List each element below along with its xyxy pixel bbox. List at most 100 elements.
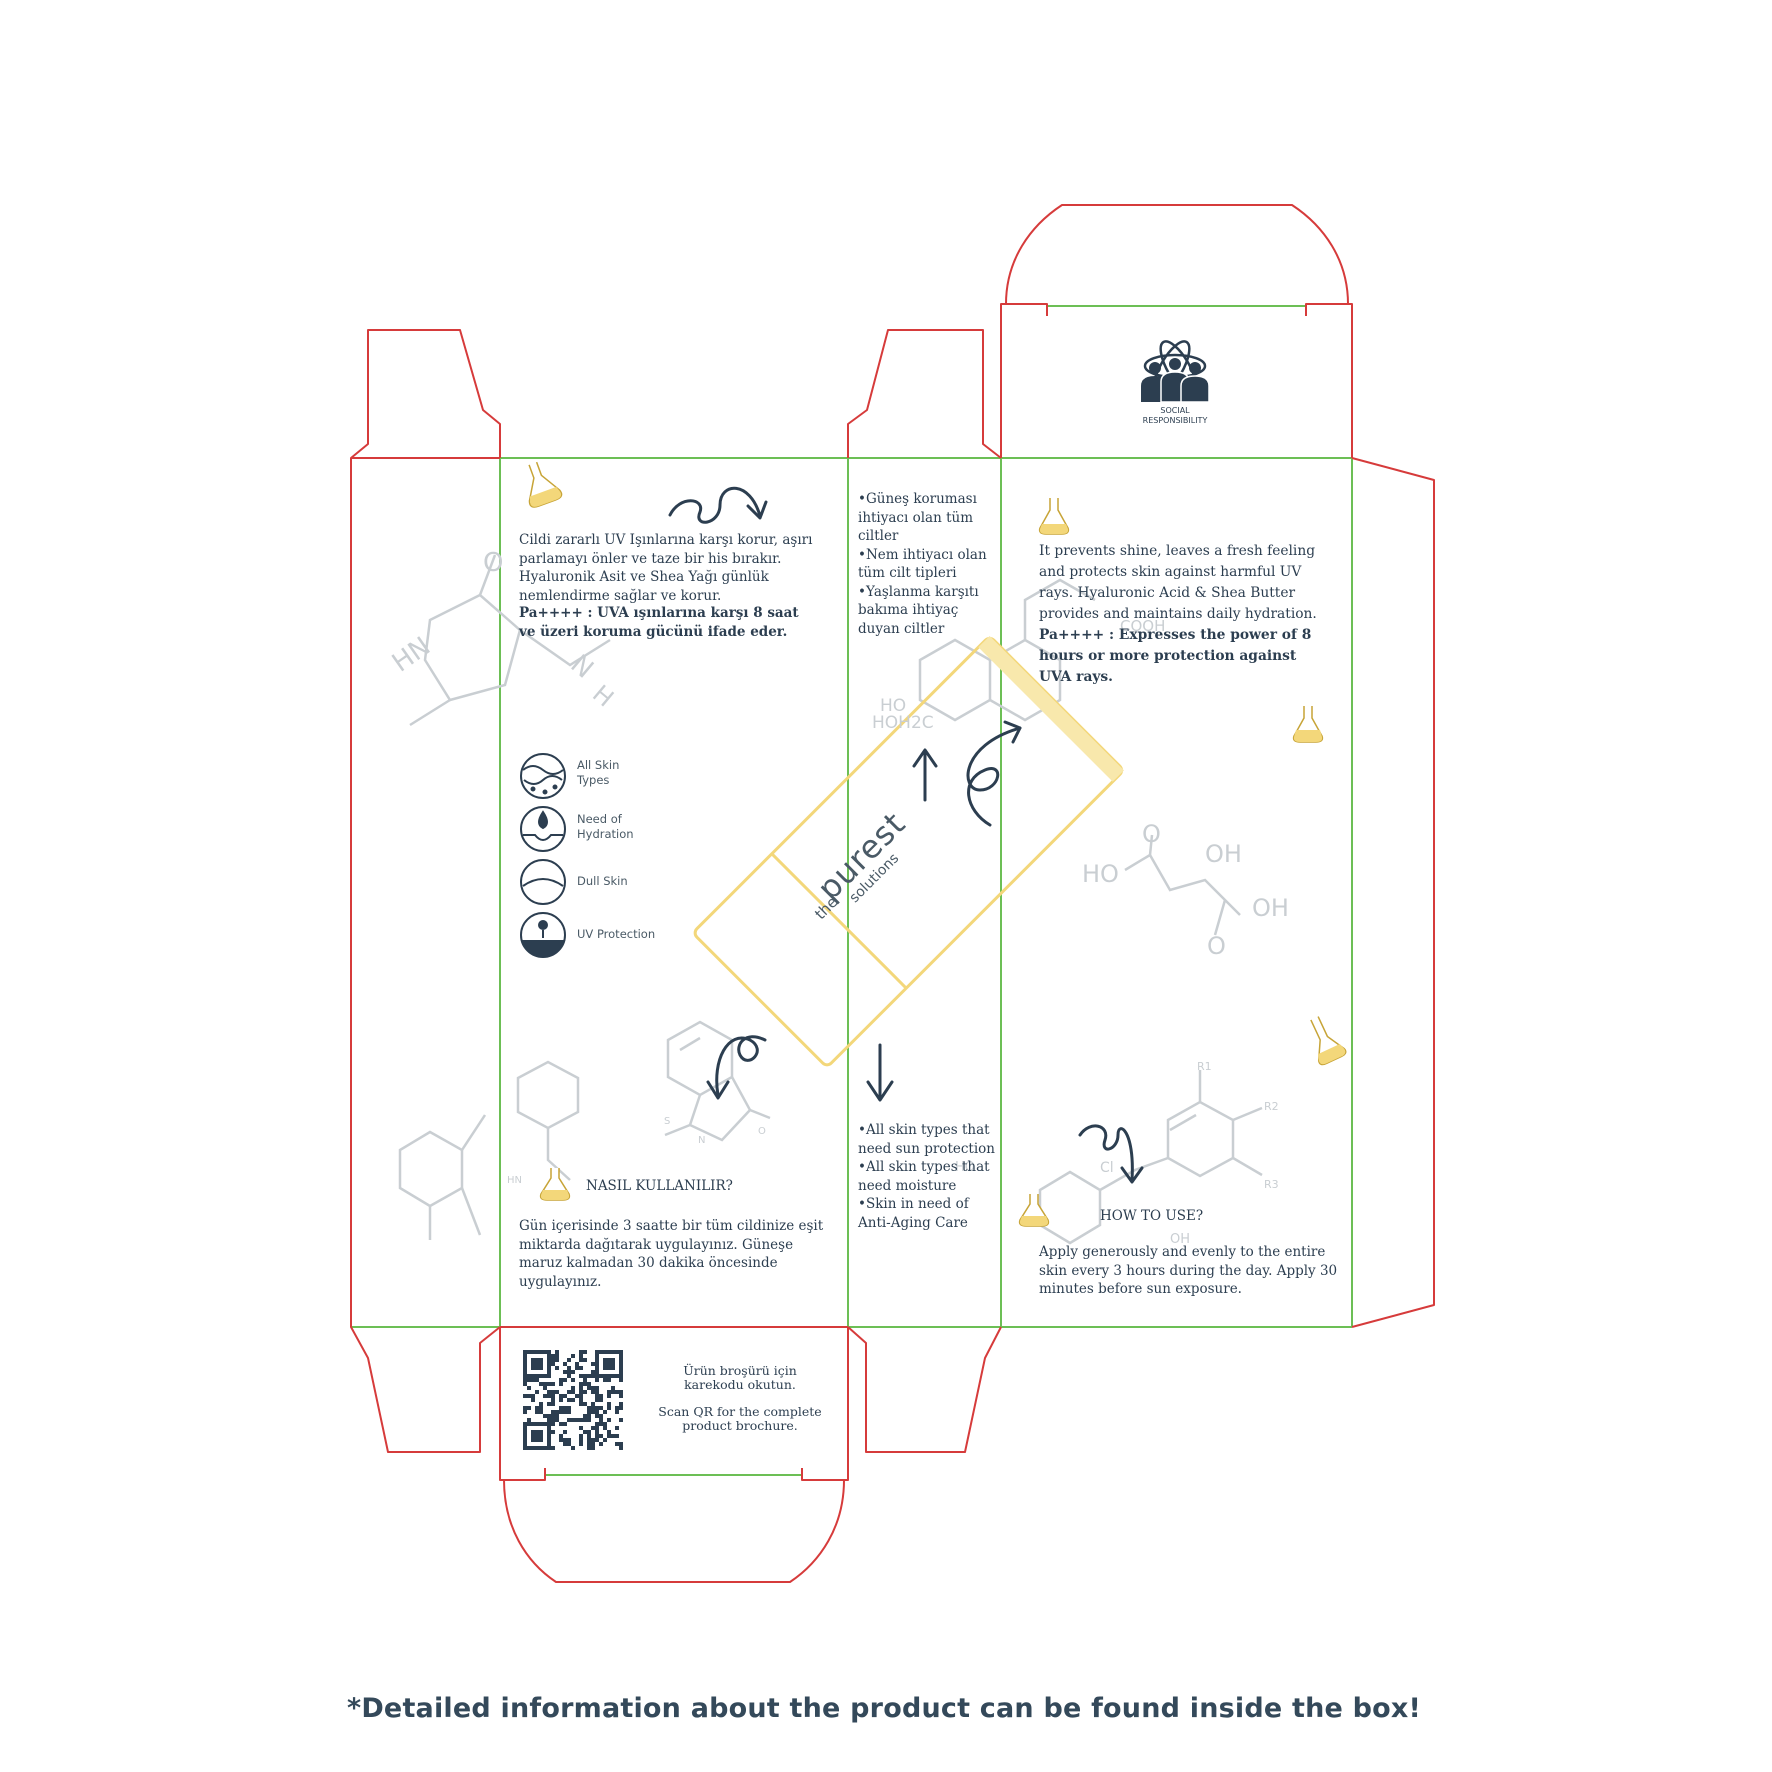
qr-module bbox=[567, 1366, 571, 1370]
qr-code-icon[interactable] bbox=[523, 1350, 623, 1450]
qr-module bbox=[559, 1378, 563, 1382]
qr-module bbox=[555, 1350, 559, 1354]
qr-module bbox=[523, 1382, 527, 1386]
qr-module bbox=[599, 1398, 603, 1402]
qr-module bbox=[579, 1434, 583, 1438]
qr-module bbox=[567, 1406, 571, 1410]
qr-module bbox=[619, 1406, 623, 1410]
qr-module bbox=[535, 1366, 539, 1370]
qr-module bbox=[547, 1402, 551, 1406]
qr-module bbox=[619, 1442, 623, 1446]
qr-module bbox=[619, 1378, 623, 1382]
qr-module bbox=[543, 1382, 547, 1386]
qr-module bbox=[535, 1390, 539, 1394]
qr-module bbox=[543, 1374, 547, 1378]
qr-module bbox=[619, 1366, 623, 1370]
qr-module bbox=[591, 1362, 595, 1366]
qr-module bbox=[551, 1362, 555, 1366]
en-description: It prevents shine, leaves a fresh feelin… bbox=[1039, 543, 1317, 622]
qr-module bbox=[591, 1446, 595, 1450]
qr-module bbox=[615, 1442, 619, 1446]
qr-module bbox=[619, 1358, 623, 1362]
qr-module bbox=[547, 1374, 551, 1378]
qr-module bbox=[603, 1374, 607, 1378]
molecule-label: OH bbox=[1252, 894, 1289, 922]
molecule-label: O bbox=[758, 1126, 766, 1137]
qr-module bbox=[579, 1382, 583, 1386]
qr-module bbox=[567, 1442, 571, 1446]
qr-module bbox=[571, 1370, 575, 1374]
molecule-label: R1 bbox=[1197, 1060, 1212, 1073]
side-list-item: •Güneş koruması ihtiyacı olan tüm ciltle… bbox=[858, 491, 977, 544]
qr-module bbox=[551, 1390, 555, 1394]
qr-module bbox=[559, 1398, 563, 1402]
qr-module bbox=[523, 1422, 527, 1426]
qr-module bbox=[615, 1350, 619, 1354]
qr-module bbox=[595, 1358, 599, 1362]
qr-module bbox=[535, 1422, 539, 1426]
qr-module bbox=[603, 1378, 607, 1382]
qr-module bbox=[583, 1430, 587, 1434]
qr-module bbox=[559, 1438, 563, 1442]
qr-module bbox=[599, 1350, 603, 1354]
qr-module bbox=[579, 1402, 583, 1406]
qr-module bbox=[563, 1406, 567, 1410]
qr-module bbox=[595, 1378, 599, 1382]
qr-module bbox=[535, 1358, 539, 1362]
qr-module bbox=[531, 1378, 535, 1382]
qr-module bbox=[535, 1362, 539, 1366]
qr-module bbox=[567, 1358, 571, 1362]
qr-module bbox=[523, 1362, 527, 1366]
molecule-label: S bbox=[664, 1116, 671, 1127]
qr-module bbox=[615, 1410, 619, 1414]
qr-module bbox=[539, 1406, 543, 1410]
qr-module bbox=[587, 1406, 591, 1410]
qr-module bbox=[599, 1418, 603, 1422]
qr-module bbox=[595, 1394, 599, 1398]
en-pa-note: Pa++++ : Expresses the power of 8 hours … bbox=[1039, 627, 1312, 685]
qr-module bbox=[579, 1374, 583, 1378]
qr-module bbox=[563, 1378, 567, 1382]
qr-module bbox=[527, 1374, 531, 1378]
qr-module bbox=[523, 1350, 527, 1354]
qr-module bbox=[607, 1434, 611, 1438]
qr-module bbox=[551, 1354, 555, 1358]
qr-module bbox=[583, 1358, 587, 1362]
qr-module bbox=[551, 1410, 555, 1414]
qr-module bbox=[547, 1446, 551, 1450]
qr-module bbox=[587, 1446, 591, 1450]
qr-module bbox=[599, 1394, 603, 1398]
qr-module bbox=[619, 1390, 623, 1394]
qr-module bbox=[587, 1374, 591, 1378]
qr-module bbox=[587, 1414, 591, 1418]
qr-module bbox=[559, 1382, 563, 1386]
flask-icon bbox=[1292, 706, 1324, 743]
qr-module bbox=[523, 1374, 527, 1378]
qr-module bbox=[619, 1446, 623, 1450]
qr-module bbox=[527, 1446, 531, 1450]
qr-module bbox=[539, 1434, 543, 1438]
qr-module bbox=[563, 1394, 567, 1398]
qr-module bbox=[607, 1378, 611, 1382]
qr-module bbox=[591, 1402, 595, 1406]
qr-module bbox=[523, 1426, 527, 1430]
qr-module bbox=[535, 1434, 539, 1438]
en-howto-text: Apply generously and evenly to the entir… bbox=[1039, 1244, 1338, 1297]
molecule-label: HO bbox=[955, 1160, 976, 1175]
qr-module bbox=[603, 1422, 607, 1426]
qr-module bbox=[555, 1410, 559, 1414]
qr-module bbox=[579, 1366, 583, 1370]
qr-module bbox=[595, 1362, 599, 1366]
qr-module bbox=[543, 1446, 547, 1450]
qr-module bbox=[603, 1410, 607, 1414]
molecule-label: R2 bbox=[1264, 1100, 1279, 1113]
qr-module bbox=[583, 1374, 587, 1378]
qr-module bbox=[555, 1390, 559, 1394]
logo-caption: SOCIAL RESPONSIBILITY bbox=[1115, 406, 1235, 426]
qr-module bbox=[591, 1410, 595, 1414]
qr-module bbox=[579, 1438, 583, 1442]
qr-module bbox=[611, 1390, 615, 1394]
qr-module bbox=[523, 1438, 527, 1442]
qr-module bbox=[547, 1394, 551, 1398]
qr-module bbox=[551, 1446, 555, 1450]
